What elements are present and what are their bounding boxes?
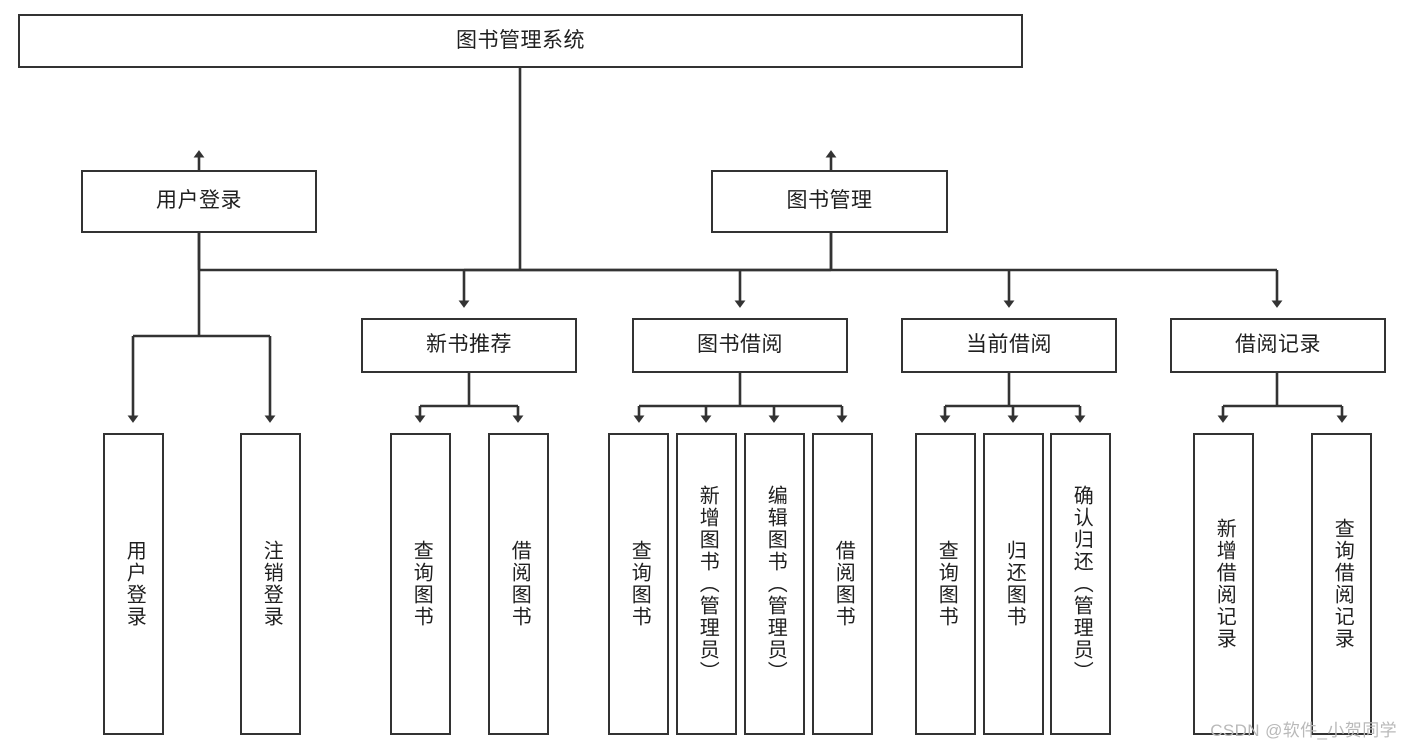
node-label: 查询借阅记录 (1331, 518, 1354, 650)
node-label: 当前借阅 (966, 333, 1052, 357)
node-label: 查询图书 (410, 540, 433, 628)
node-label: 新增图书（管理员） (696, 485, 719, 683)
node-label: 借阅图书 (832, 540, 855, 628)
node-label: 查询图书 (628, 540, 651, 628)
node-label: 借阅图书 (508, 540, 531, 628)
node-label: 借阅记录 (1235, 333, 1321, 357)
leaf-borrow-edit-book-admin[interactable]: 编辑图书（管理员） (744, 433, 805, 735)
leaf-current-query-book[interactable]: 查询图书 (915, 433, 976, 735)
leaf-current-confirm-return-admin[interactable]: 确认归还（管理员） (1050, 433, 1111, 735)
node-label: 图书借阅 (697, 333, 783, 357)
node-current-borrow[interactable]: 当前借阅 (901, 318, 1117, 373)
node-label: 编辑图书（管理员） (764, 485, 787, 683)
node-borrow-records[interactable]: 借阅记录 (1170, 318, 1386, 373)
leaf-records-query-record[interactable]: 查询借阅记录 (1311, 433, 1372, 735)
node-label: 用户登录 (156, 189, 242, 213)
csdn-watermark: CSDN @软件_小贺同学 (1210, 721, 1397, 740)
node-root[interactable]: 图书管理系统 (18, 14, 1023, 68)
node-label: 用户登录 (123, 540, 146, 628)
node-label: 图书管理 (786, 189, 873, 213)
leaf-recommend-query-book[interactable]: 查询图书 (390, 433, 451, 735)
leaf-borrow-add-book-admin[interactable]: 新增图书（管理员） (676, 433, 737, 735)
node-book-management[interactable]: 图书管理 (711, 170, 948, 233)
node-label: 新书推荐 (426, 333, 512, 357)
leaf-user-login[interactable]: 用户登录 (103, 433, 164, 735)
node-user-login[interactable]: 用户登录 (81, 170, 317, 233)
leaf-user-logout[interactable]: 注销登录 (240, 433, 301, 735)
node-label: 确认归还（管理员） (1070, 485, 1093, 683)
leaf-borrow-borrow-book[interactable]: 借阅图书 (812, 433, 873, 735)
node-new-book-recommend[interactable]: 新书推荐 (361, 318, 577, 373)
node-label: 查询图书 (935, 540, 958, 628)
leaf-current-return-book[interactable]: 归还图书 (983, 433, 1044, 735)
node-label: 注销登录 (260, 540, 283, 628)
node-label: 归还图书 (1003, 540, 1026, 628)
leaf-borrow-query-book[interactable]: 查询图书 (608, 433, 669, 735)
node-label: 图书管理系统 (456, 28, 585, 52)
node-label: 新增借阅记录 (1213, 518, 1236, 650)
leaf-records-add-record[interactable]: 新增借阅记录 (1193, 433, 1254, 735)
leaf-recommend-borrow-book[interactable]: 借阅图书 (488, 433, 549, 735)
node-book-borrow[interactable]: 图书借阅 (632, 318, 848, 373)
